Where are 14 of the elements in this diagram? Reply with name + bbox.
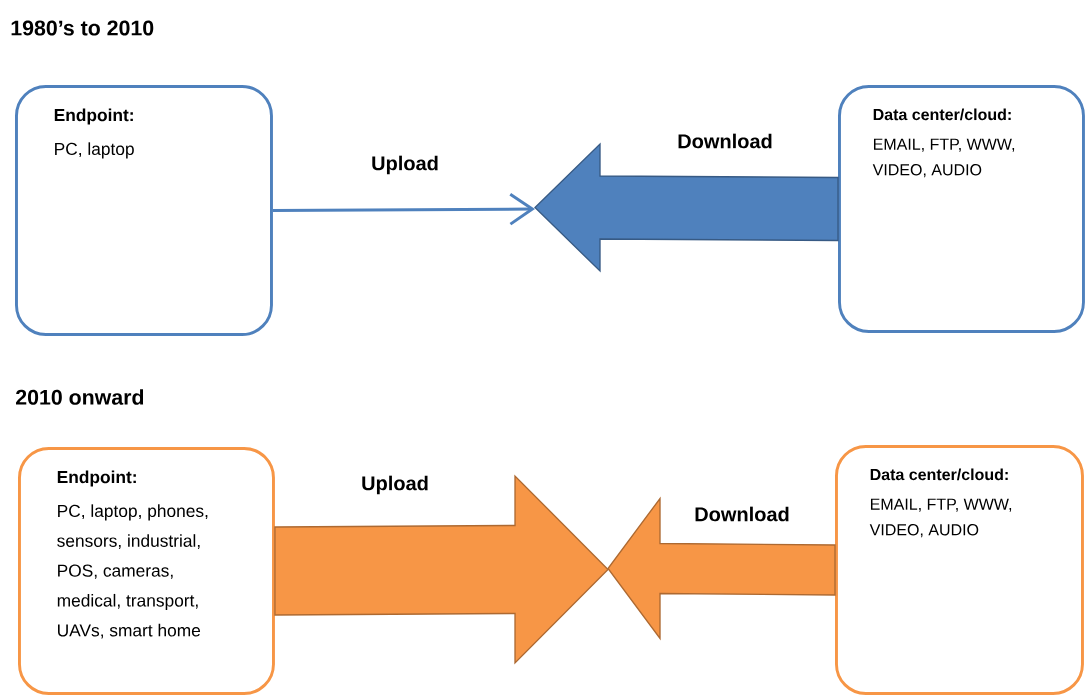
edge-label: Upload [372,155,438,175]
rounded-box: Endpoint: PC, laptop, phones, sensors, industrial, POS, cameras, medical, transport, UAVs, smart home [18,447,275,695]
rounded-box: Data center/cloud: EMAIL, FTP, WWW, VIDEO, AUDIO [835,445,1084,695]
edge-label: Upload [362,475,428,495]
rounded-box: Endpoint: PC, laptop [15,85,273,336]
section-title: 2010 onward [16,389,144,405]
block-arrow [274,474,609,665]
rounded-box: Data center/cloud: EMAIL, FTP, WWW, VIDEO, AUDIO [838,85,1085,333]
block-arrow [534,142,839,273]
edge-label: Download [678,133,772,149]
edge-label: Download [695,506,789,522]
section-title: 1980’s to 2010 [11,20,154,36]
arrow [272,192,535,226]
block-arrow [607,496,836,641]
